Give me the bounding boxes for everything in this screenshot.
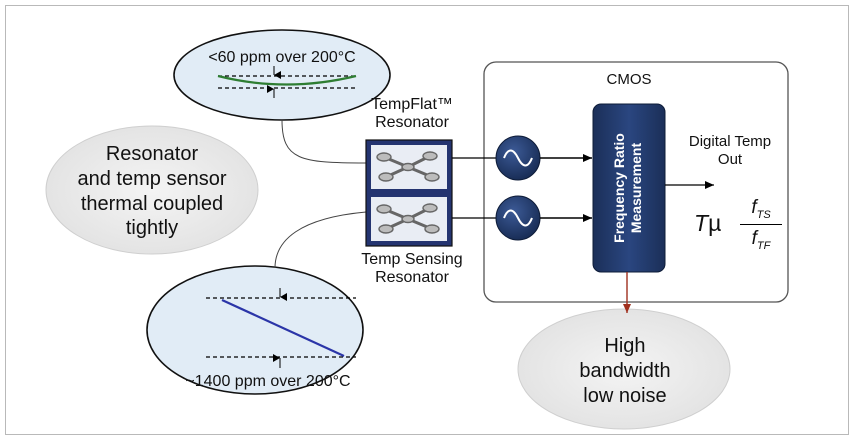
bottom-bubble-line: bandwidth	[579, 360, 671, 383]
resonator-bottom-label-line: Temp Sensing	[361, 251, 463, 268]
freq-ratio-block	[592, 103, 666, 273]
resonator-bottom-label-line: Resonator	[375, 269, 449, 287]
output-label-line: Digital Temp	[688, 133, 772, 150]
left-bubble-line: and temp sensor	[77, 167, 227, 190]
bottom-oval-label: ~1400 ppm over 200°C	[185, 373, 351, 390]
left-bubble	[45, 125, 259, 255]
resonator-mems-icon	[376, 203, 440, 234]
resonator-top-label-line: Resonator	[375, 114, 449, 132]
formula-numerator: fTS	[738, 197, 784, 221]
formula-t: T	[694, 210, 709, 236]
freq-ratio-label-line: Measurement	[627, 142, 644, 234]
top-oval-label: <60 ppm over 200°C	[208, 49, 356, 66]
resonator-top-label-line: TempFlat™	[371, 96, 453, 113]
sine-wave-icon	[495, 195, 541, 241]
left-bubble-text: Resonator and temp sensor thermal couple…	[50, 142, 254, 241]
cmos-label: CMOS	[606, 71, 652, 88]
bottom-oval	[146, 265, 364, 395]
sine-wave-icon	[495, 135, 541, 181]
resonator-bottom-label: Temp Sensing Resonator	[340, 251, 484, 288]
green-curve	[217, 74, 357, 86]
formula-denominator: fTF	[738, 228, 784, 252]
formula-den-sub: TF	[756, 239, 771, 252]
formula-num-sub: TS	[756, 208, 771, 221]
formula-num-base: f	[751, 197, 757, 218]
formula-lhs: Tµ	[694, 210, 721, 237]
output-label: Digital Temp Out	[672, 133, 788, 169]
resonator-mems-icon	[376, 151, 440, 182]
bottom-bubble-text: High bandwidth low noise	[530, 334, 720, 410]
resonator-top-label: TempFlat™ Resonator	[352, 96, 472, 133]
output-label-line: Out	[717, 151, 743, 168]
left-bubble-line: tightly	[125, 217, 179, 240]
connector-top	[281, 119, 367, 164]
formula-prop: µ	[708, 210, 722, 236]
blue-line	[221, 299, 345, 357]
freq-ratio-label-line: Frequency Ratio	[611, 133, 627, 243]
bottom-bubble-line: High	[604, 335, 646, 357]
formula-den-base: f	[751, 228, 757, 249]
left-bubble-line: thermal coupled	[80, 192, 224, 215]
diagram-frame	[5, 5, 849, 435]
freq-ratio-label: Frequency Ratio Measurement	[611, 108, 647, 268]
formula-fraction-bar	[740, 224, 782, 225]
left-bubble-line: Resonator	[105, 143, 199, 165]
connector-bottom	[274, 211, 367, 269]
bottom-bubble-line: low noise	[583, 385, 667, 408]
